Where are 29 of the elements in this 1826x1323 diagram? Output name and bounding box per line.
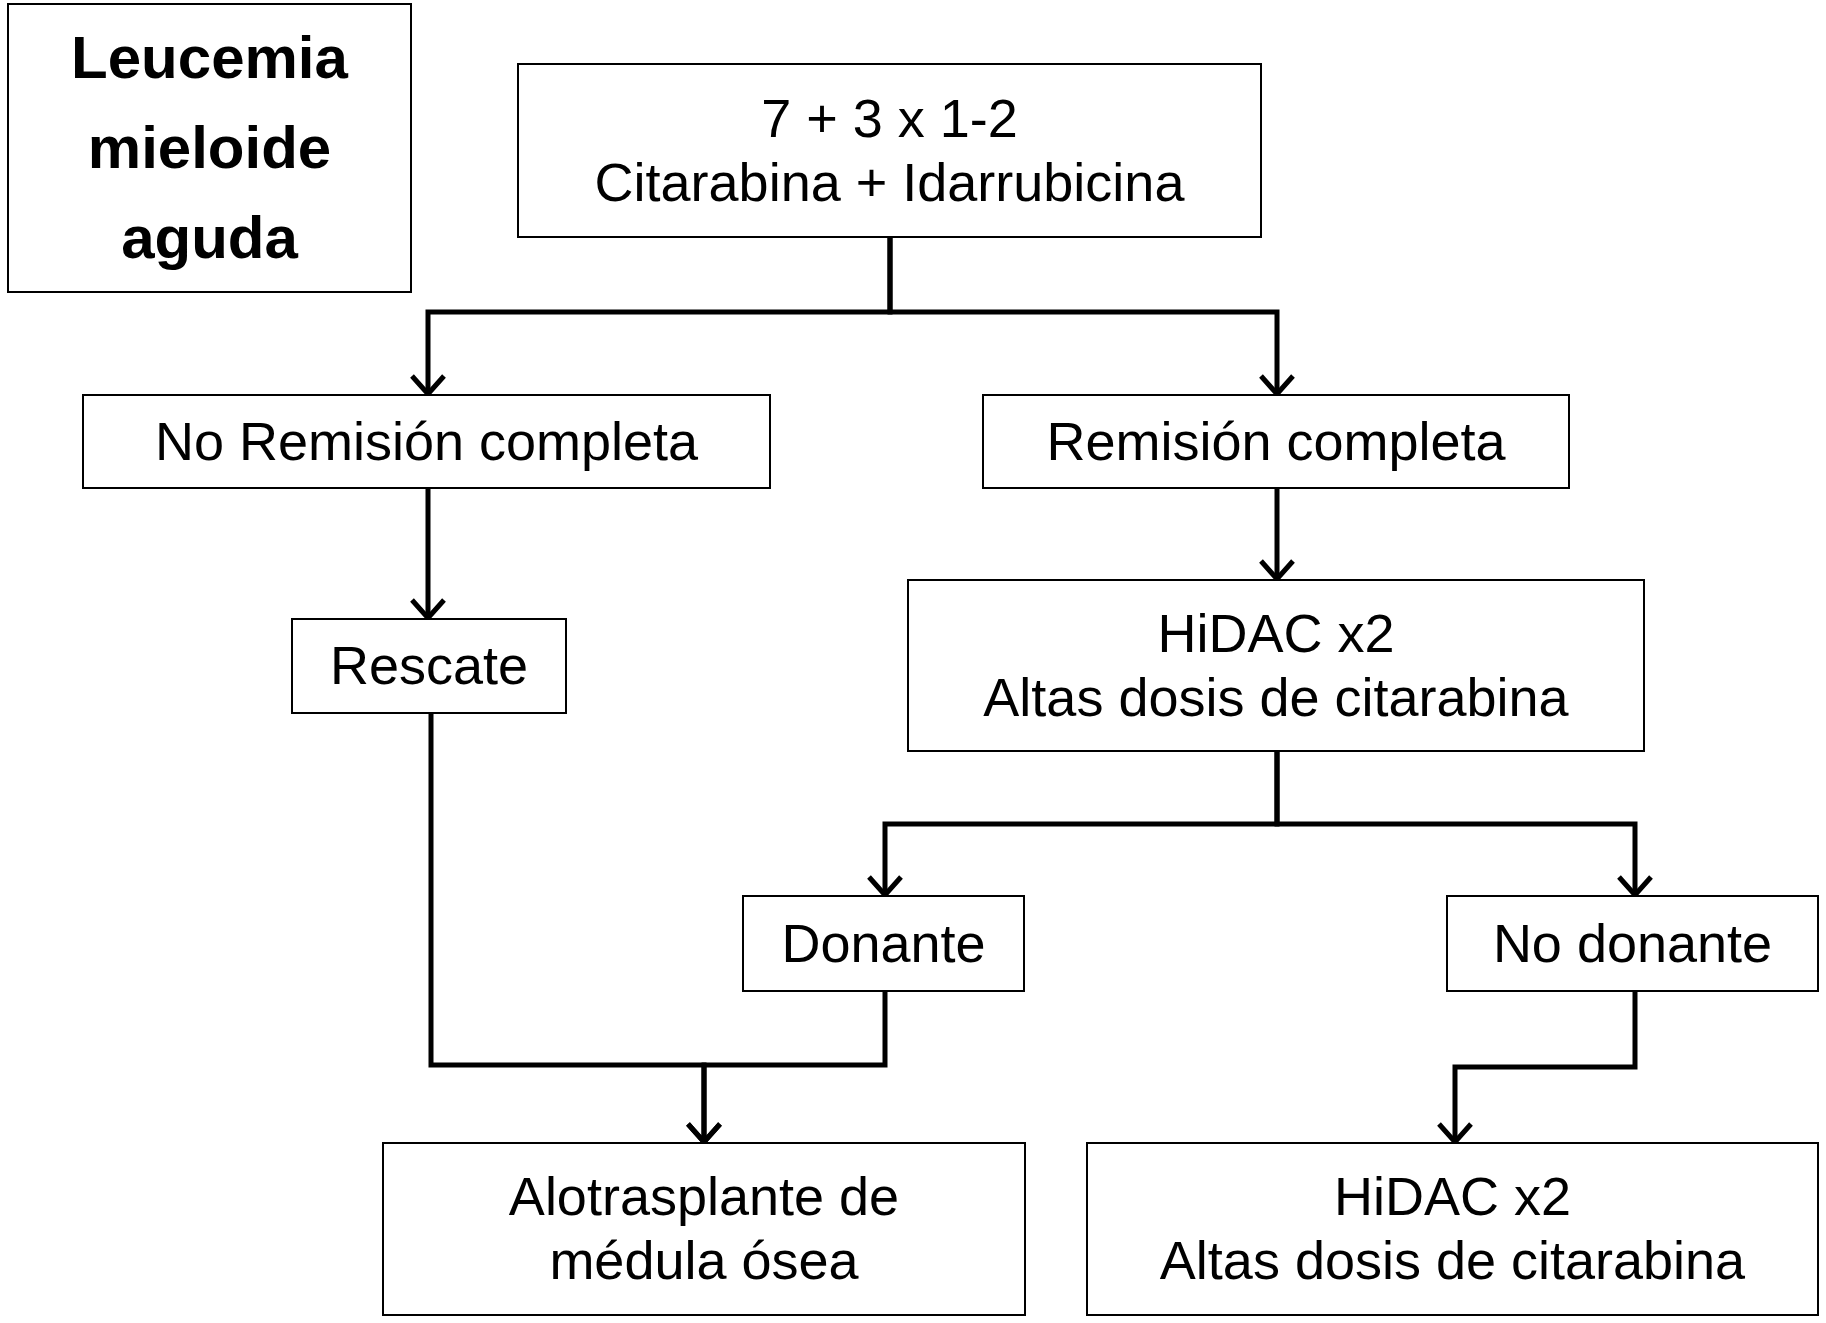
box-label: Citarabina + Idarrubicina <box>594 150 1185 214</box>
process-box <box>517 63 1262 238</box>
process-box <box>907 579 1645 752</box>
arrow <box>1274 752 1654 898</box>
box-label: Leucemia mieloide aguda <box>70 23 350 273</box>
box-label: Donante <box>781 911 986 975</box>
process-box <box>82 394 771 489</box>
box-label: 7 + 3 x 1-2 <box>761 86 1018 150</box>
box-label: Alotrasplante de médula ósea <box>507 1165 901 1292</box>
arrow <box>685 992 888 1145</box>
process-box <box>982 394 1570 489</box>
arrow <box>409 489 447 621</box>
arrow <box>1258 489 1296 582</box>
box-label: Altas dosis de citarabina <box>983 665 1569 729</box>
box-label: Remisión completa <box>1046 409 1506 473</box>
box-label: HiDAC x2 <box>1333 1165 1571 1229</box>
box-label: Altas dosis de citarabina <box>1159 1229 1746 1292</box>
process-box <box>742 895 1025 992</box>
box-label: No Remisión completa <box>154 409 699 473</box>
process-box <box>1446 895 1819 992</box>
process-box <box>291 618 567 714</box>
arrow <box>1436 992 1638 1145</box>
title-box <box>7 3 412 293</box>
arrow <box>887 238 1296 397</box>
process-box <box>382 1142 1026 1316</box>
box-label: HiDAC x2 <box>1157 601 1395 665</box>
box-label: Rescate <box>329 634 529 698</box>
box-label: No donante <box>1492 911 1773 975</box>
process-box <box>1086 1142 1819 1316</box>
